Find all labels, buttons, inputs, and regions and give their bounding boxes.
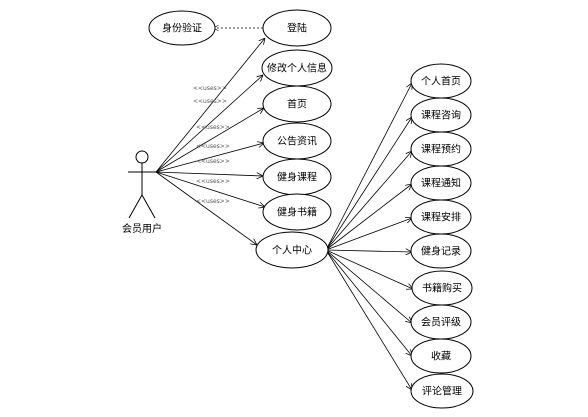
usecase-home-shape xyxy=(262,85,332,123)
actor-leg-left xyxy=(128,194,143,219)
edge-actor-courses xyxy=(155,171,263,176)
usecase-books[interactable]: 健身书籍 xyxy=(262,193,332,231)
edge-actor-login xyxy=(155,38,265,173)
stereotype-label: <<uses>> xyxy=(196,158,230,165)
usecase-center-item-label: 个人首页 xyxy=(421,75,461,88)
edge-center-item xyxy=(325,249,412,323)
edge-center-item xyxy=(325,117,412,251)
edge-center-item xyxy=(325,249,412,390)
usecase-edit-info-label: 修改个人信息 xyxy=(267,62,327,75)
edge-actor-home xyxy=(155,108,264,173)
usecase-home[interactable]: 首页 xyxy=(262,85,332,123)
usecase-login-shape xyxy=(262,9,332,47)
usecase-auth-shape xyxy=(148,10,216,46)
usecase-auth[interactable]: 身份验证 xyxy=(148,10,216,46)
stereotype-label: <<uses>> xyxy=(196,178,230,185)
stereotype-label: <<uses>> xyxy=(196,124,230,131)
usecase-center-item-shape xyxy=(410,373,474,409)
edge-actor-books xyxy=(155,171,265,207)
usecase-edit-info[interactable]: 修改个人信息 xyxy=(261,49,333,87)
edge-center-item xyxy=(325,218,412,251)
usecase-center-item-label: 会员评级 xyxy=(421,316,461,329)
usecase-center-item-6[interactable]: 书籍购买 xyxy=(411,270,473,306)
usecase-home-label: 首页 xyxy=(287,98,307,111)
usecase-center-item-8[interactable]: 收藏 xyxy=(410,338,472,374)
usecase-center-item-label: 课程咨询 xyxy=(421,109,461,122)
edge-actor-news xyxy=(155,143,264,173)
usecase-center-item-0[interactable]: 个人首页 xyxy=(410,63,472,99)
stereotype-labels: <<uses>> <<uses>> <<uses>> <<uses>> <<us… xyxy=(193,85,230,205)
actor-member-user[interactable] xyxy=(128,150,156,219)
stereotype-label: <<uses>> xyxy=(193,85,227,92)
stereotype-label: <<uses>> xyxy=(193,98,227,105)
usecase-center-item-label: 评论管理 xyxy=(422,385,462,398)
edge-center-item xyxy=(325,83,412,251)
edge-center-item xyxy=(325,184,412,251)
edge-actor-edit-info xyxy=(155,75,263,173)
edge-center-item xyxy=(325,151,412,251)
usecase-center-item-7[interactable]: 会员评级 xyxy=(410,304,472,340)
usecase-center-label: 个人中心 xyxy=(272,244,312,257)
usecase-news-label: 公告资讯 xyxy=(277,135,317,148)
edge-center-item xyxy=(325,250,412,252)
center-edges xyxy=(325,83,413,390)
actor-head xyxy=(135,150,149,164)
usecase-auth-label: 身份验证 xyxy=(162,22,202,35)
usecase-courses-label: 健身课程 xyxy=(277,171,317,184)
usecase-center-item-shape xyxy=(410,233,472,269)
usecase-center-item-label: 书籍购买 xyxy=(422,282,462,295)
usecase-news[interactable]: 公告资讯 xyxy=(262,122,332,160)
usecase-courses[interactable]: 健身课程 xyxy=(262,158,332,196)
usecase-center-item-2[interactable]: 课程预约 xyxy=(410,131,472,167)
usecase-login-label: 登陆 xyxy=(287,22,307,35)
usecase-center-item-5[interactable]: 健身记录 xyxy=(410,233,472,269)
usecase-center-item-1[interactable]: 课程咨询 xyxy=(410,97,472,133)
stereotype-label: <<uses>> xyxy=(196,198,230,205)
usecase-center-item-label: 收藏 xyxy=(431,350,451,363)
actor-edges xyxy=(155,38,265,245)
usecase-center-item-label: 健身记录 xyxy=(421,245,461,258)
usecase-books-label: 健身书籍 xyxy=(277,206,317,219)
usecase-center-shape xyxy=(255,231,329,269)
usecase-login[interactable]: 登陆 xyxy=(262,9,332,47)
actor-leg-right xyxy=(141,194,156,219)
usecase-center-item-label: 课程通知 xyxy=(421,177,461,190)
edge-center-item xyxy=(325,249,412,356)
edge-actor-center xyxy=(155,171,257,245)
usecase-center-item-label: 课程安排 xyxy=(421,211,461,224)
actor-label: 会员用户 xyxy=(122,222,162,235)
stereotype-label: <<uses>> xyxy=(196,143,230,150)
usecase-books-shape xyxy=(262,193,332,231)
usecase-center-item-9[interactable]: 评论管理 xyxy=(410,373,474,409)
usecase-center-item-3[interactable]: 课程通知 xyxy=(410,165,472,201)
usecase-center-item-label: 课程预约 xyxy=(421,143,461,156)
edge-center-item xyxy=(325,249,413,289)
usecase-center-item-shape xyxy=(410,338,472,374)
usecase-center-item-4[interactable]: 课程安排 xyxy=(410,199,472,235)
usecase-center[interactable]: 个人中心 xyxy=(255,231,329,269)
